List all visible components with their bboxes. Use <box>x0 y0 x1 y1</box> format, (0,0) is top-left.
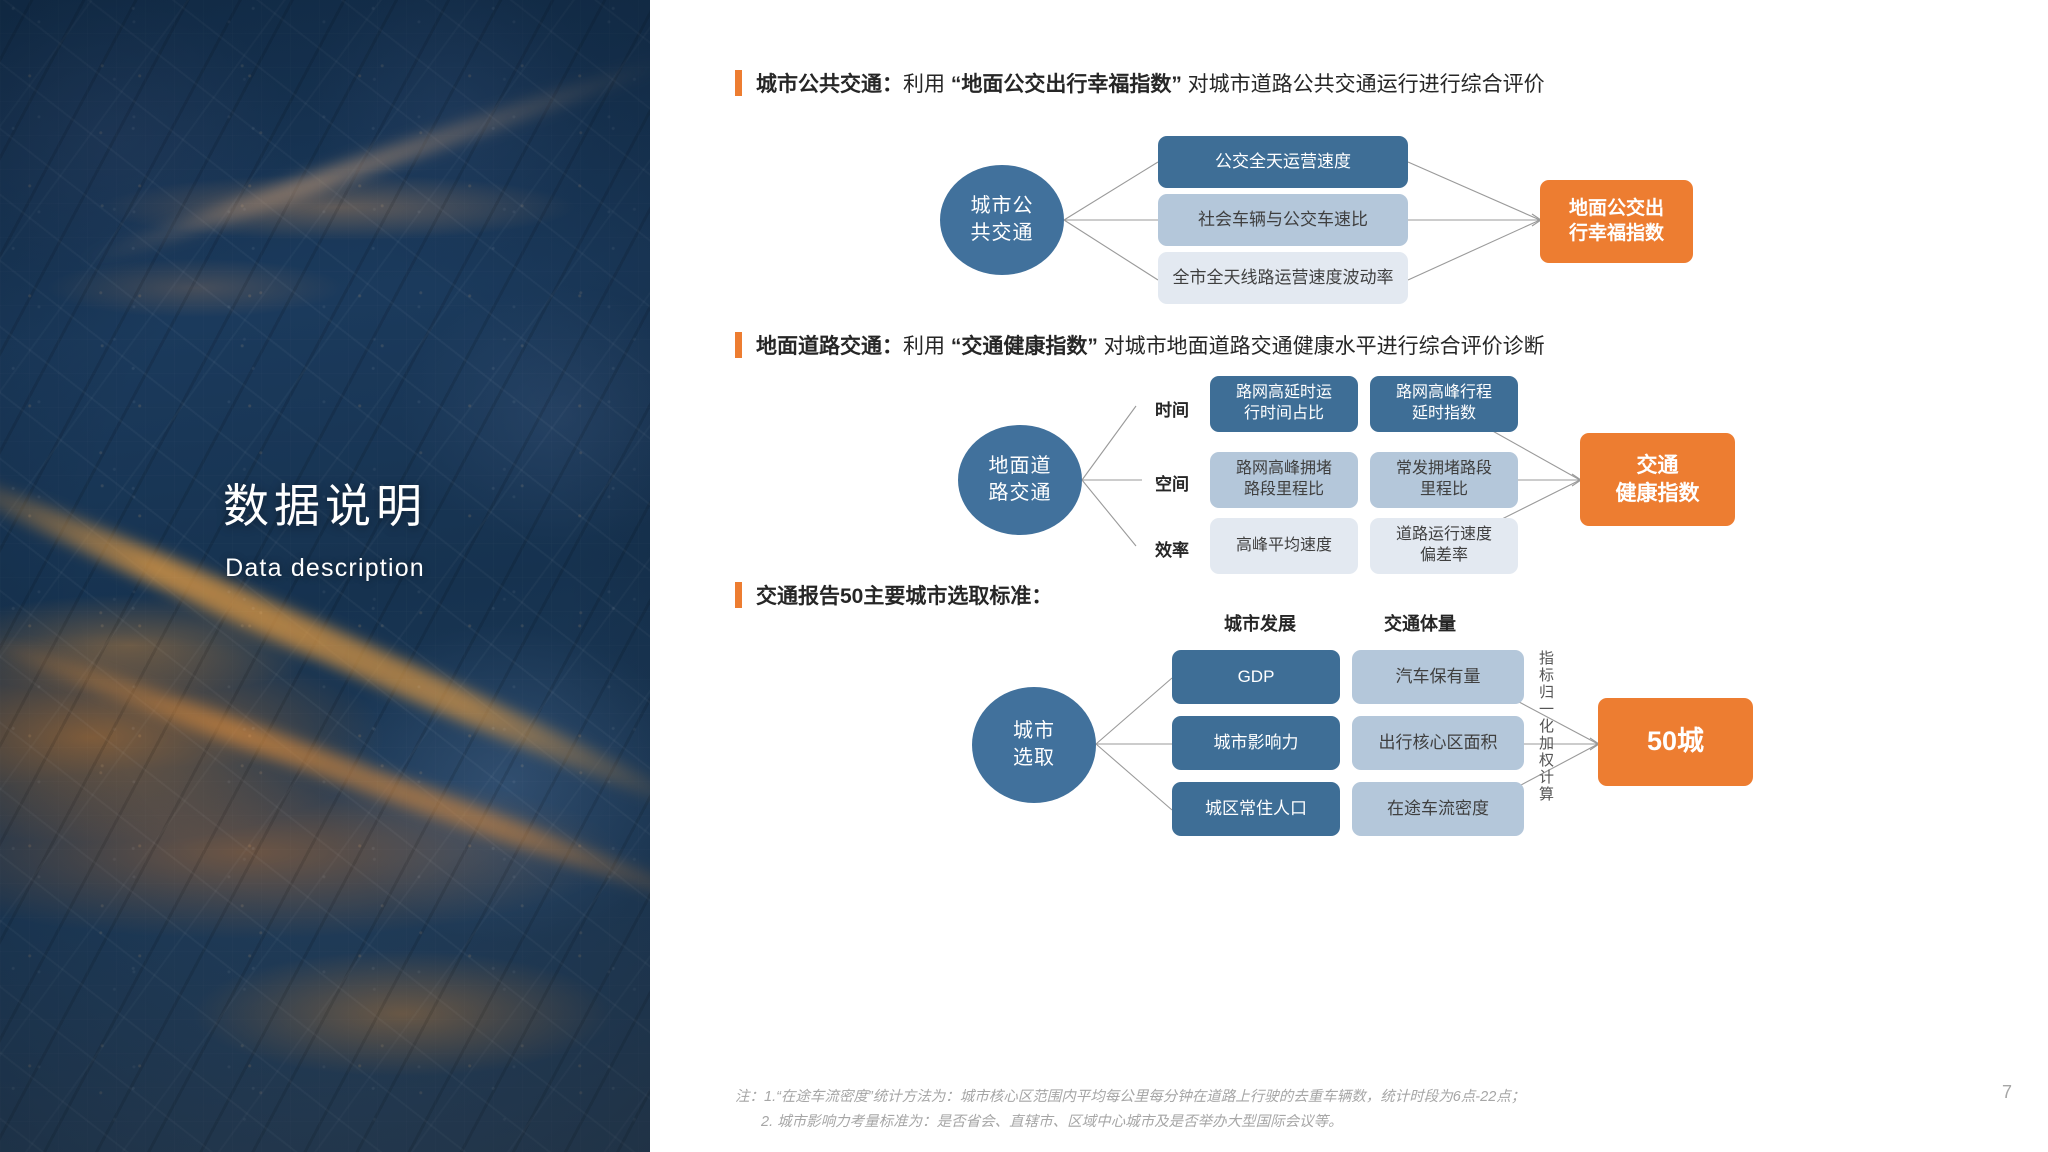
node-label: 城市公 共交通 <box>970 195 1034 244</box>
footnote: 注：1.“在途车流密度”统计方法为：城市核心区范围内平均每公里每分钟在道路上行驶… <box>735 1085 1835 1136</box>
box-result-50-cities[interactable]: 50城 <box>1598 698 1753 786</box>
photo-vignette <box>0 0 650 1152</box>
page-number: 7 <box>2001 1082 2012 1102</box>
note-normalized-weighted-calculation: 指标归一化加权计算 <box>1537 650 1554 803</box>
accent-bar-icon <box>735 70 742 96</box>
box-label: 社会车辆与公交车速比 <box>1198 209 1368 229</box>
box-label: 路网高峰拥堵 路段里程比 <box>1235 460 1332 498</box>
accent-bar-icon <box>735 332 742 358</box>
box-high-delay-time-ratio[interactable]: 路网高延时运 行时间占比 <box>1210 376 1358 432</box>
section-heading-text: 地面道路交通：利用 “交通健康指数” 对城市地面道路交通健康水平进行综合评价诊断 <box>756 330 1545 360</box>
section-heading-public-transit: 城市公共交通：利用 “地面公交出行幸福指数” 对城市道路公共交通运行进行综合评价 <box>735 68 1545 98</box>
section-heading-road-traffic: 地面道路交通：利用 “交通健康指数” 对城市地面道路交通健康水平进行综合评价诊断 <box>735 330 1545 360</box>
box-in-transit-flow-density[interactable]: 在途车流密度 <box>1352 782 1524 836</box>
box-result-happiness-index[interactable]: 地面公交出 行幸福指数 <box>1540 180 1693 263</box>
footnote-line-1: 注：1.“在途车流密度”统计方法为：城市核心区范围内平均每公里每分钟在道路上行驶… <box>735 1089 1526 1105</box>
heading-prefix: 交通报告50主要城市选取标准： <box>756 585 1053 608</box>
box-recurrent-congestion-mileage-ratio[interactable]: 常发拥堵路段 里程比 <box>1370 452 1518 508</box>
heading-suffix: 对城市地面道路交通健康水平进行综合评价诊断 <box>1097 335 1545 358</box>
aerial-city-photo <box>0 0 650 1152</box>
page-title: 数据说明 <box>223 480 427 532</box>
heading-mid: 利用 <box>903 73 951 96</box>
box-peak-congested-mileage-ratio[interactable]: 路网高峰拥堵 路段里程比 <box>1210 452 1358 508</box>
heading-prefix: 城市公共交通： <box>756 73 903 96</box>
box-label: 路网高峰行程 延时指数 <box>1395 384 1492 422</box>
box-bus-allday-speed[interactable]: 公交全天运营速度 <box>1158 136 1408 188</box>
box-urban-resident-population[interactable]: 城区常住人口 <box>1172 782 1340 836</box>
row-label-time: 时间 <box>1155 401 1189 420</box>
box-car-ownership[interactable]: 汽车保有量 <box>1352 650 1524 704</box>
box-peak-average-speed[interactable]: 高峰平均速度 <box>1210 518 1358 574</box>
heading-mid: 利用 <box>903 335 951 358</box>
box-label: 公交全天运营速度 <box>1215 151 1351 171</box>
row-label-efficiency: 效率 <box>1155 541 1189 560</box>
box-label: 路网高延时运 行时间占比 <box>1235 384 1332 422</box>
box-core-travel-area[interactable]: 出行核心区面积 <box>1352 716 1524 770</box>
box-label: 在途车流密度 <box>1387 798 1489 818</box>
column-header-city-development: 城市发展 <box>1224 614 1296 634</box>
heading-prefix: 地面道路交通： <box>756 335 903 358</box>
box-label: 50城 <box>1646 726 1705 757</box>
section-heading-text: 交通报告50主要城市选取标准： <box>756 580 1052 610</box>
node-source-road-traffic[interactable]: 地面道 路交通 <box>958 425 1082 535</box>
cover-photo-panel: 数据说明 Data description <box>0 0 650 1152</box>
box-gdp[interactable]: GDP <box>1172 650 1340 704</box>
accent-bar-icon <box>735 582 742 608</box>
slide-content: 城市公共交通：利用 “地面公交出行幸福指数” 对城市道路公共交通运行进行综合评价… <box>650 0 2048 1152</box>
box-road-speed-deviation-rate[interactable]: 道路运行速度 偏差率 <box>1370 518 1518 574</box>
node-label: 地面道 路交通 <box>988 455 1052 504</box>
box-label: GDP <box>1237 666 1275 686</box>
node-label: 城市 选取 <box>1013 720 1055 769</box>
box-label: 常发拥堵路段 里程比 <box>1395 460 1492 498</box>
box-label: 城区常住人口 <box>1205 798 1307 818</box>
diagram-public-transit: 城市公 共交通 公交全天运营速度 社会车辆与公交车速比 全市全天线路运营速度波动… <box>940 136 1990 340</box>
photo-road-texture <box>0 0 650 1152</box>
section-heading-text: 城市公共交通：利用 “地面公交出行幸福指数” 对城市道路公共交通运行进行综合评价 <box>756 68 1545 98</box>
heading-quote: “地面公交出行幸福指数” <box>950 73 1182 96</box>
box-label: 高峰平均速度 <box>1235 536 1332 554</box>
node-source-public-transit[interactable]: 城市公 共交通 <box>940 165 1064 275</box>
box-peak-travel-delay-index[interactable]: 路网高峰行程 延时指数 <box>1370 376 1518 432</box>
box-citywide-speed-fluctuation[interactable]: 全市全天线路运营速度波动率 <box>1158 252 1408 304</box>
diagram-connector-lines <box>1063 161 1542 281</box>
column-header-traffic-volume: 交通体量 <box>1384 614 1456 634</box>
box-label: 地面公交出 行幸福指数 <box>1568 197 1664 244</box>
page-subtitle: Data description <box>225 554 425 582</box>
box-label: 出行核心区面积 <box>1378 732 1498 752</box>
section-heading-city-selection: 交通报告50主要城市选取标准： <box>735 580 1052 610</box>
box-label: 城市影响力 <box>1213 732 1299 752</box>
box-label: 全市全天线路运营速度波动率 <box>1172 267 1394 287</box>
footnote-line-2: 2. 城市影响力考量标准为：是否省会、直辖市、区域中心城市及是否举办大型国际会议… <box>761 1114 1343 1131</box>
box-city-influence[interactable]: 城市影响力 <box>1172 716 1340 770</box>
photo-light-specks <box>0 0 650 1152</box>
row-label-space: 空间 <box>1155 475 1189 494</box>
box-label: 交通 健康指数 <box>1615 454 1700 505</box>
box-label: 汽车保有量 <box>1395 666 1481 686</box>
node-source-city-selection[interactable]: 城市 选取 <box>972 687 1096 803</box>
box-result-traffic-health-index[interactable]: 交通 健康指数 <box>1580 433 1735 526</box>
heading-suffix: 对城市道路公共交通运行进行综合评价 <box>1181 73 1545 96</box>
box-label: 道路运行速度 偏差率 <box>1395 526 1492 564</box>
diagram-road-traffic: 地面道 路交通 时间 空间 效率 路网高延时运 行时间占比 路网高峰拥堵 路段里… <box>940 376 1990 588</box>
diagram-city-selection: 城市发展 交通体量 城市 选取 GDP 城市影响力 城区常住人口 汽车保有量 出… <box>940 614 1990 860</box>
photo-block-grid <box>0 0 650 1152</box>
heading-quote: “交通健康指数” <box>950 335 1098 358</box>
cover-title-block: 数据说明 Data description <box>0 470 650 583</box>
box-car-bus-speed-ratio[interactable]: 社会车辆与公交车速比 <box>1158 194 1408 246</box>
